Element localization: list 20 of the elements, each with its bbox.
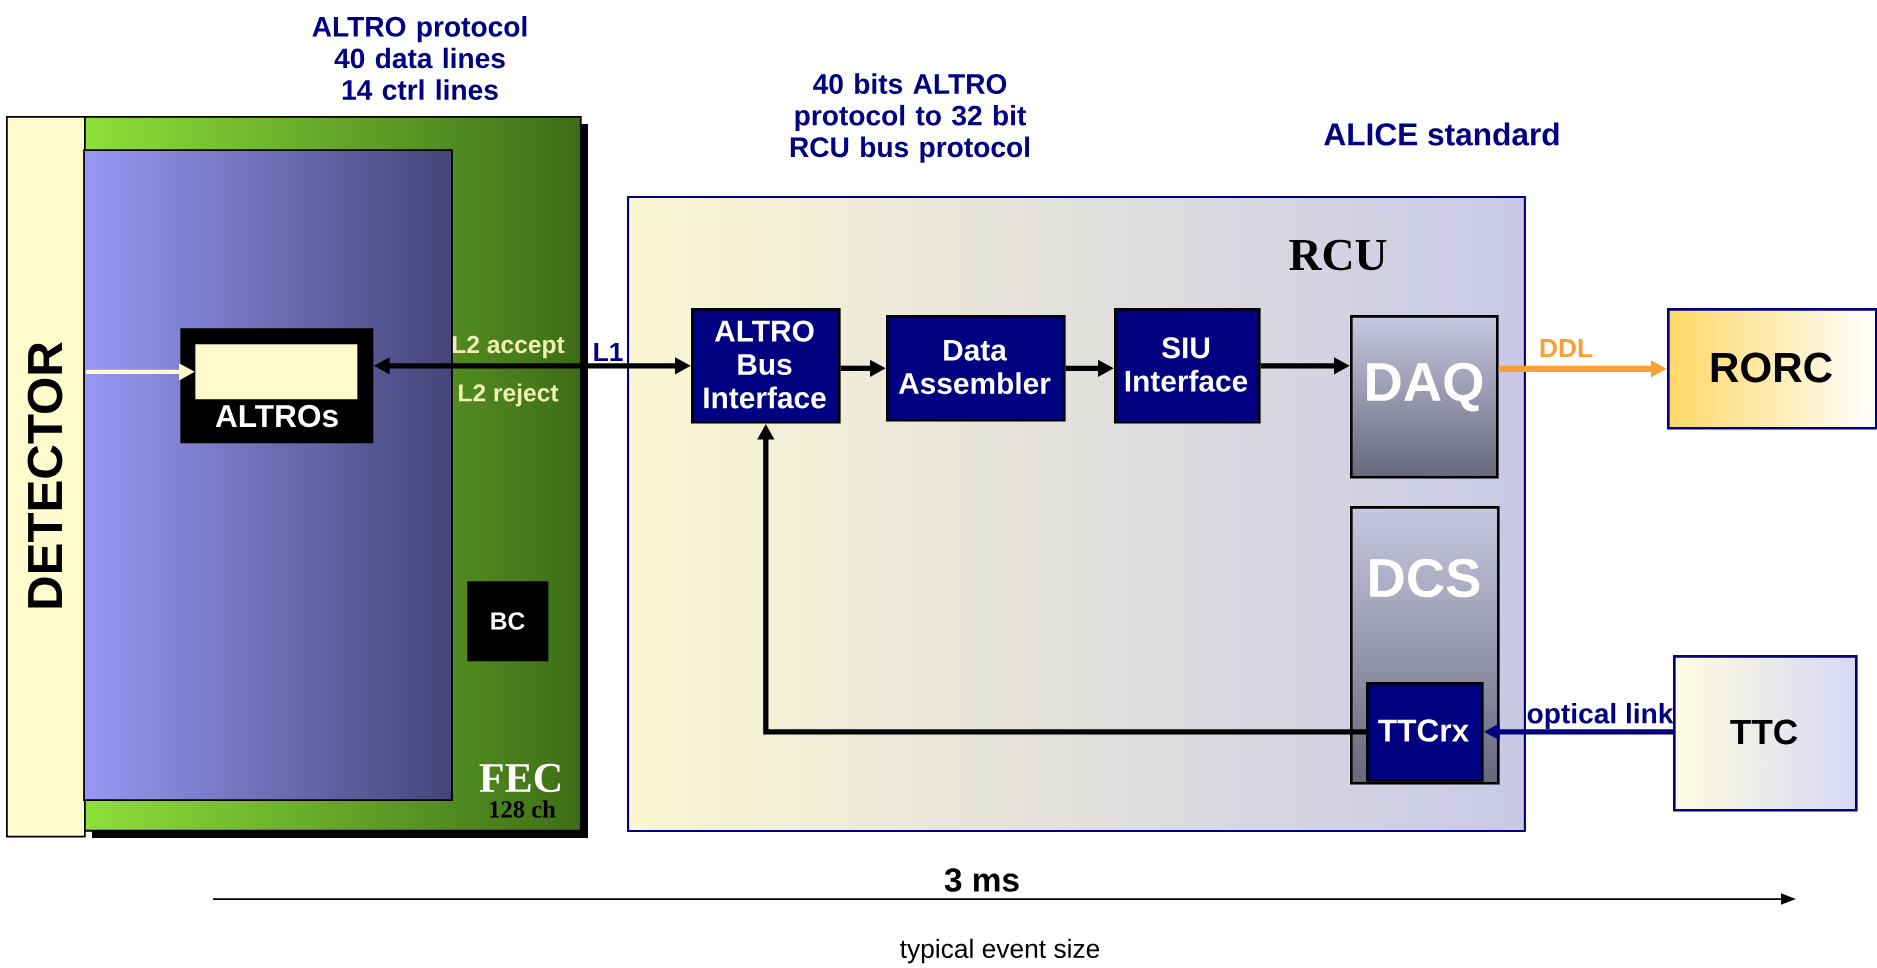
- duration-label: 3 ms: [944, 868, 1019, 892]
- process-box: ALTRO Bus Interface: [691, 308, 841, 424]
- unit-box: TTC: [1673, 655, 1858, 812]
- module-box: DAQ: [1350, 315, 1499, 479]
- protocol-note: 40 bits ALTRO protocol to 32 bit RCU bus protocol: [790, 73, 1029, 163]
- chip-box: BC: [467, 581, 549, 662]
- protocol-note: ALTRO protocol 40 data lines 14 ctrl lines: [312, 16, 527, 100]
- buffer-box: [195, 344, 358, 400]
- edge-label: L1: [594, 342, 623, 362]
- signal-label: L2 accept: [452, 335, 565, 359]
- process-box: TTCrx: [1366, 682, 1484, 782]
- detector-bar: DETECTOR: [6, 116, 86, 838]
- unit-box: RORC: [1667, 308, 1877, 430]
- process-box: SIU Interface: [1114, 308, 1261, 424]
- edge-label: DDL: [1540, 338, 1593, 358]
- edge-label: optical link: [1527, 702, 1674, 730]
- caption-text: typical event size: [900, 938, 1100, 964]
- standard-label: ALICE standard: [1324, 122, 1559, 146]
- signal-label: L2 reject: [459, 383, 559, 407]
- process-box: Data Assembler: [886, 315, 1066, 422]
